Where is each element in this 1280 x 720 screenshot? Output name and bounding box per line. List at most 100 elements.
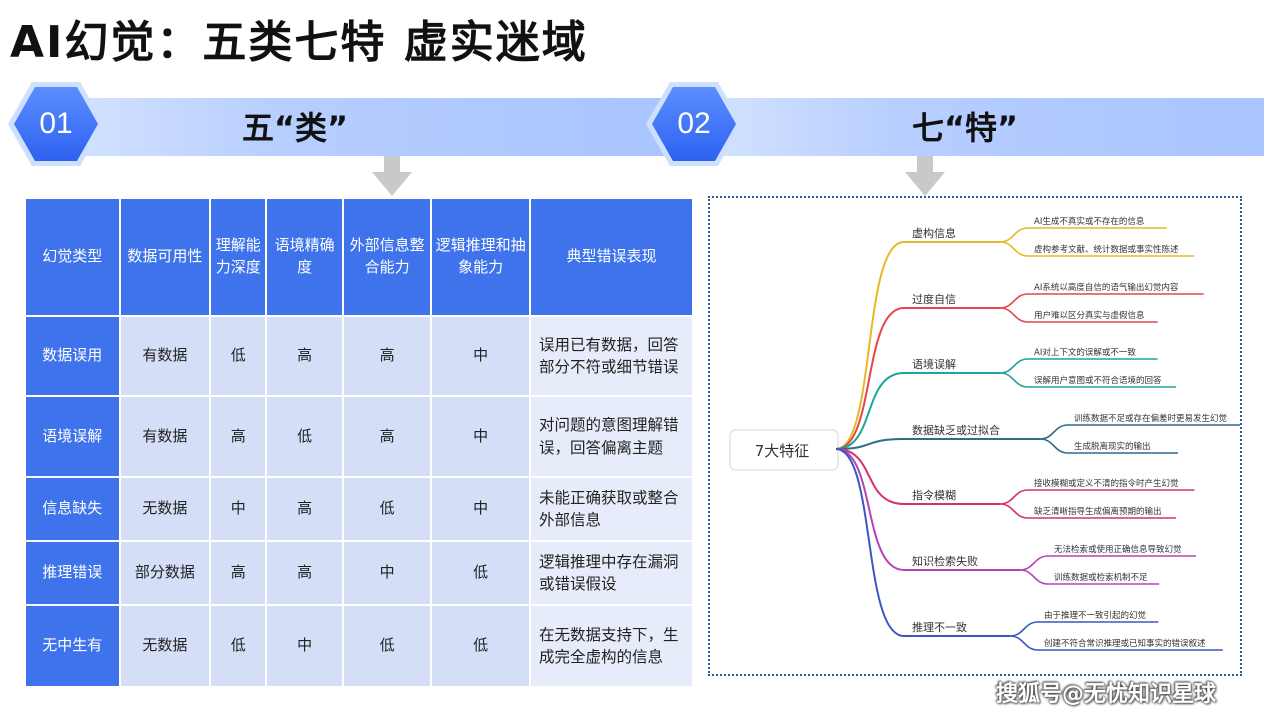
section-label-2: 七“特” — [912, 109, 1019, 147]
mindmap-branch-line — [835, 448, 1020, 571]
cell-data: 无数据 — [120, 606, 210, 686]
cell-error: 逻辑推理中存在漏洞或错误假设 — [530, 542, 692, 604]
cell-integration: 低 — [343, 606, 431, 686]
cell-integration: 低 — [343, 478, 431, 540]
cell-reasoning: 中 — [432, 317, 529, 395]
mindmap-branch-label: 数据缺乏或过拟合 — [912, 423, 1000, 437]
mindmap-branch-label: 指令模糊 — [912, 488, 956, 502]
watermark: 搜狐号@无忧知识星球 — [996, 682, 1217, 707]
mindmap-branch-line — [835, 307, 1000, 450]
header-context-accuracy: 语境精确度 — [267, 199, 342, 315]
mindmap-root-label: 7大特征 — [755, 442, 810, 460]
mindmap-branch-label: 知识检索失败 — [912, 554, 978, 568]
mindmap-frame: 7大特征 虚构信息 AI生成不真实或不存在的信息虚构参考文献、统计数据或事实性陈述过… — [708, 196, 1242, 676]
cell-reasoning: 低 — [432, 542, 529, 604]
header-understanding: 理解能力深度 — [211, 199, 266, 315]
cell-error: 未能正确获取或整合外部信息 — [530, 478, 692, 540]
header-typical-error: 典型错误表现 — [530, 199, 692, 315]
mindmap-child-line — [1009, 621, 1159, 637]
cell-data: 有数据 — [120, 397, 210, 476]
cell-type: 无中生有 — [26, 606, 119, 686]
table-row: 推理错误 部分数据 高 高 中 低 逻辑推理中存在漏洞或错误假设 — [26, 542, 692, 604]
mindmap-child-label: 由于推理不一致引起的幻觉 — [1044, 610, 1147, 621]
table-row: 信息缺失 无数据 中 高 低 中 未能正确获取或整合外部信息 — [26, 478, 692, 540]
mindmap-branch-line — [835, 438, 1040, 450]
mindmap-child-label: AI生成不真实或不存在的信息 — [1034, 216, 1145, 227]
header-integration: 外部信息整合能力 — [343, 199, 431, 315]
section-number-badge-2: 02 — [646, 82, 742, 166]
cell-understanding: 高 — [211, 397, 266, 476]
section-number-badge-1: 01 — [8, 82, 104, 166]
cell-integration: 高 — [343, 397, 431, 476]
cell-context: 高 — [267, 317, 342, 395]
mindmap-child-line — [999, 241, 1195, 257]
cell-reasoning: 中 — [432, 478, 529, 540]
mindmap-child-line — [999, 293, 1204, 309]
table-row: 语境误解 有数据 高 低 高 中 对问题的意图理解错误，回答偏离主题 — [26, 397, 692, 476]
mindmap-child-label: 误解用户意图或不符合语境的回答 — [1034, 375, 1162, 386]
mindmap-branch-label: 虚构信息 — [912, 226, 956, 240]
cell-context: 高 — [267, 478, 342, 540]
cell-type: 推理错误 — [26, 542, 119, 604]
mindmap-child-line — [999, 503, 1176, 519]
table-row: 数据误用 有数据 低 高 高 中 误用已有数据，回答部分不符或细节错误 — [26, 317, 692, 395]
cell-type: 数据误用 — [26, 317, 119, 395]
header-type: 幻觉类型 — [26, 199, 119, 315]
cell-error: 误用已有数据，回答部分不符或细节错误 — [530, 317, 692, 395]
mindmap-child-label: AI对上下文的误解或不一致 — [1034, 347, 1136, 358]
section-number-1: 01 — [14, 87, 98, 161]
page-title: AI幻觉：五类七特 虚实迷域 — [10, 17, 588, 68]
mindmap-child-label: 无法检索或使用正确信息导致幻觉 — [1054, 544, 1182, 555]
cell-understanding: 低 — [211, 317, 266, 395]
mindmap-branch-line — [835, 448, 1010, 637]
cell-understanding: 中 — [211, 478, 266, 540]
header-data-availability: 数据可用性 — [120, 199, 210, 315]
mindmap-branch-label: 过度自信 — [912, 292, 956, 306]
cell-integration: 高 — [343, 317, 431, 395]
cell-type: 语境误解 — [26, 397, 119, 476]
mindmap-child-line — [999, 358, 1158, 374]
section-band-2 — [700, 98, 1264, 156]
cell-data: 无数据 — [120, 478, 210, 540]
mindmap-child-line — [999, 372, 1176, 388]
section-number-2: 02 — [652, 87, 736, 161]
mindmap-child-label: AI系统以高度自信的语气输出幻觉内容 — [1034, 282, 1179, 293]
cell-data: 部分数据 — [120, 542, 210, 604]
mindmap-child-label: 创建不符合常识推理或已知事实的错误叙述 — [1044, 638, 1206, 649]
mindmap-child-line — [999, 489, 1195, 505]
mindmap-branch-label: 推理不一致 — [912, 620, 967, 634]
down-arrow-icon — [905, 156, 945, 196]
cell-understanding: 高 — [211, 542, 266, 604]
mindmap-child-line — [1039, 438, 1178, 454]
cell-reasoning: 低 — [432, 606, 529, 686]
cell-data: 有数据 — [120, 317, 210, 395]
mindmap-diagram: 7大特征 虚构信息 AI生成不真实或不存在的信息虚构参考文献、统计数据或事实性陈述过… — [729, 216, 1240, 651]
section-label-1: 五“类” — [242, 109, 349, 147]
mindmap-child-line — [1009, 635, 1223, 651]
mindmap-child-line — [1019, 569, 1160, 585]
mindmap-child-label: 训练数据不足或存在偏差时更易发生幻觉 — [1074, 413, 1228, 424]
mindmap-child-label: 用户难以区分真实与虚假信息 — [1034, 310, 1145, 321]
cell-reasoning: 中 — [432, 397, 529, 476]
mindmap-branch-line — [835, 448, 1000, 505]
cell-understanding: 低 — [211, 606, 266, 686]
cell-context: 低 — [267, 397, 342, 476]
mindmap-child-label: 训练数据或检索机制不足 — [1054, 572, 1148, 583]
mindmap-child-line — [1019, 555, 1196, 571]
table-header-row: 幻觉类型 数据可用性 理解能力深度 语境精确度 外部信息整合能力 逻辑推理和抽象… — [26, 199, 692, 315]
mindmap-child-label: 接收模糊或定义不清的指令时产生幻觉 — [1034, 478, 1179, 489]
mindmap-branch-line — [835, 241, 1000, 450]
cell-integration: 中 — [343, 542, 431, 604]
cell-context: 中 — [267, 606, 342, 686]
hallucination-types-table: 幻觉类型 数据可用性 理解能力深度 语境精确度 外部信息整合能力 逻辑推理和抽象… — [24, 197, 694, 688]
header-reasoning: 逻辑推理和抽象能力 — [432, 199, 529, 315]
cell-type: 信息缺失 — [26, 478, 119, 540]
table-row: 无中生有 无数据 低 中 低 低 在无数据支持下，生成完全虚构的信息 — [26, 606, 692, 686]
mindmap-child-line — [999, 307, 1158, 323]
mindmap-child-label: 缺乏清晰指导生成偏离预期的输出 — [1034, 506, 1162, 517]
cell-context: 高 — [267, 542, 342, 604]
mindmap-child-label: 虚构参考文献、统计数据或事实性陈述 — [1034, 244, 1179, 255]
down-arrow-icon — [372, 156, 412, 196]
cell-error: 对问题的意图理解错误，回答偏离主题 — [530, 397, 692, 476]
section-band-1 — [60, 98, 680, 156]
